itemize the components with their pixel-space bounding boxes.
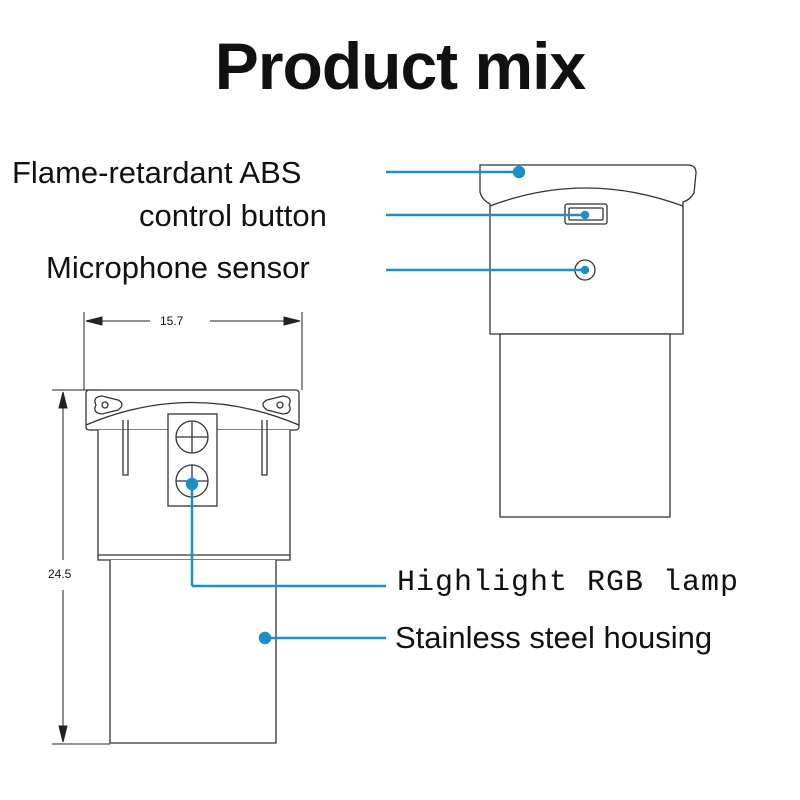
- label-rgb-lamp: Highlight RGB lamp: [397, 566, 740, 600]
- label-microphone-sensor: Microphone sensor: [46, 250, 310, 285]
- product-side-view: [479, 164, 697, 518]
- dimension-width: 15.7: [160, 314, 184, 328]
- dimension-height: 24.5: [48, 567, 72, 581]
- label-abs: Flame-retardant ABS: [12, 155, 302, 190]
- leader-lines: [185, 165, 590, 645]
- label-steel-housing: Stainless steel housing: [395, 620, 713, 655]
- product-front-view: [85, 389, 300, 744]
- page-title: Product mix: [214, 29, 586, 103]
- label-control-button: control button: [139, 198, 327, 233]
- dimension-lines: [52, 312, 303, 745]
